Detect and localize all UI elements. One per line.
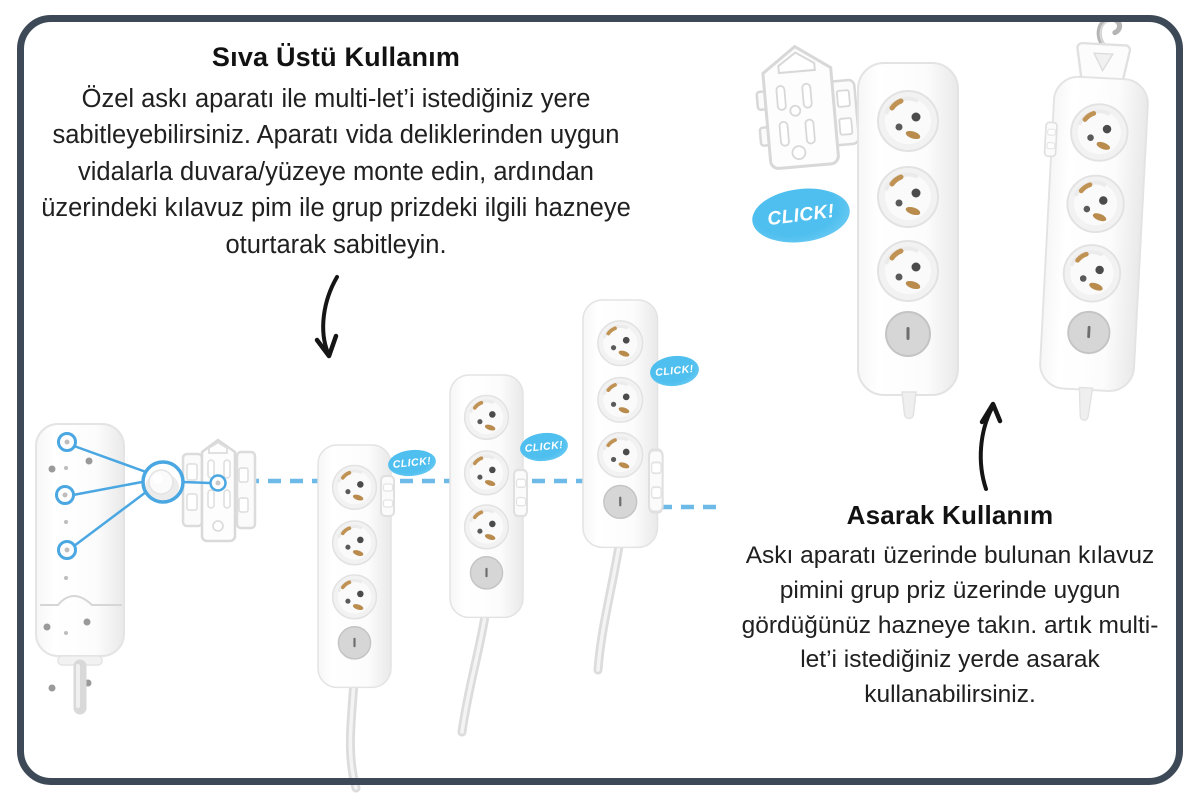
cord-stub: [901, 391, 917, 420]
guide-pin-icon: [145, 469, 179, 501]
socket-highlight-circle: [55, 485, 75, 505]
power-strip-step-2: [450, 375, 523, 617]
curved-arrow-down-icon: [314, 275, 339, 359]
click-bubble-label: CLICK!: [392, 455, 432, 471]
power-strip-step-3: [583, 300, 658, 547]
power-cords: [345, 535, 625, 793]
cord-stub: [1078, 386, 1094, 421]
strip-side-clip: [512, 468, 529, 518]
wall-bracket-icon: [755, 44, 861, 170]
surface-mount-description: Özel askı aparatı ile multi-let’i istedi…: [41, 85, 631, 259]
hanging-section: Asarak Kullanım Askı aparatı üzerinde bu…: [724, 500, 1176, 713]
power-strip-back-view: [35, 423, 125, 715]
strip-side-clip: [380, 475, 395, 517]
click-bubble-label: CLICK!: [524, 439, 564, 455]
hook-icon: [1096, 16, 1123, 49]
guide-holes: [62, 439, 70, 635]
hanging-title: Asarak Kullanım: [846, 500, 1054, 530]
power-strip-front-detached: [858, 63, 958, 420]
click-bubble-label: CLICK!: [766, 200, 836, 230]
curved-arrow-up-icon: [978, 401, 1003, 491]
power-strip-hanging: [1031, 16, 1152, 421]
guide-pin-highlights: [55, 432, 227, 560]
strip-side-clip: [1043, 121, 1059, 158]
socket-highlight-circle: [57, 540, 77, 560]
pin-highlight-circle: [141, 460, 185, 504]
click-bubble-label: CLICK!: [654, 363, 695, 379]
strip-side-clip: [647, 448, 665, 514]
hanging-description: Askı aparatı üzerinde bulunan kılavuz pi…: [741, 542, 1159, 709]
surface-mount-section: Sıva Üstü Kullanım Özel askı aparatı ile…: [28, 42, 644, 263]
socket-highlight-circle: [57, 432, 77, 452]
bracket-hole-highlight-circle: [209, 474, 227, 492]
surface-mount-title: Sıva Üstü Kullanım: [211, 42, 461, 72]
